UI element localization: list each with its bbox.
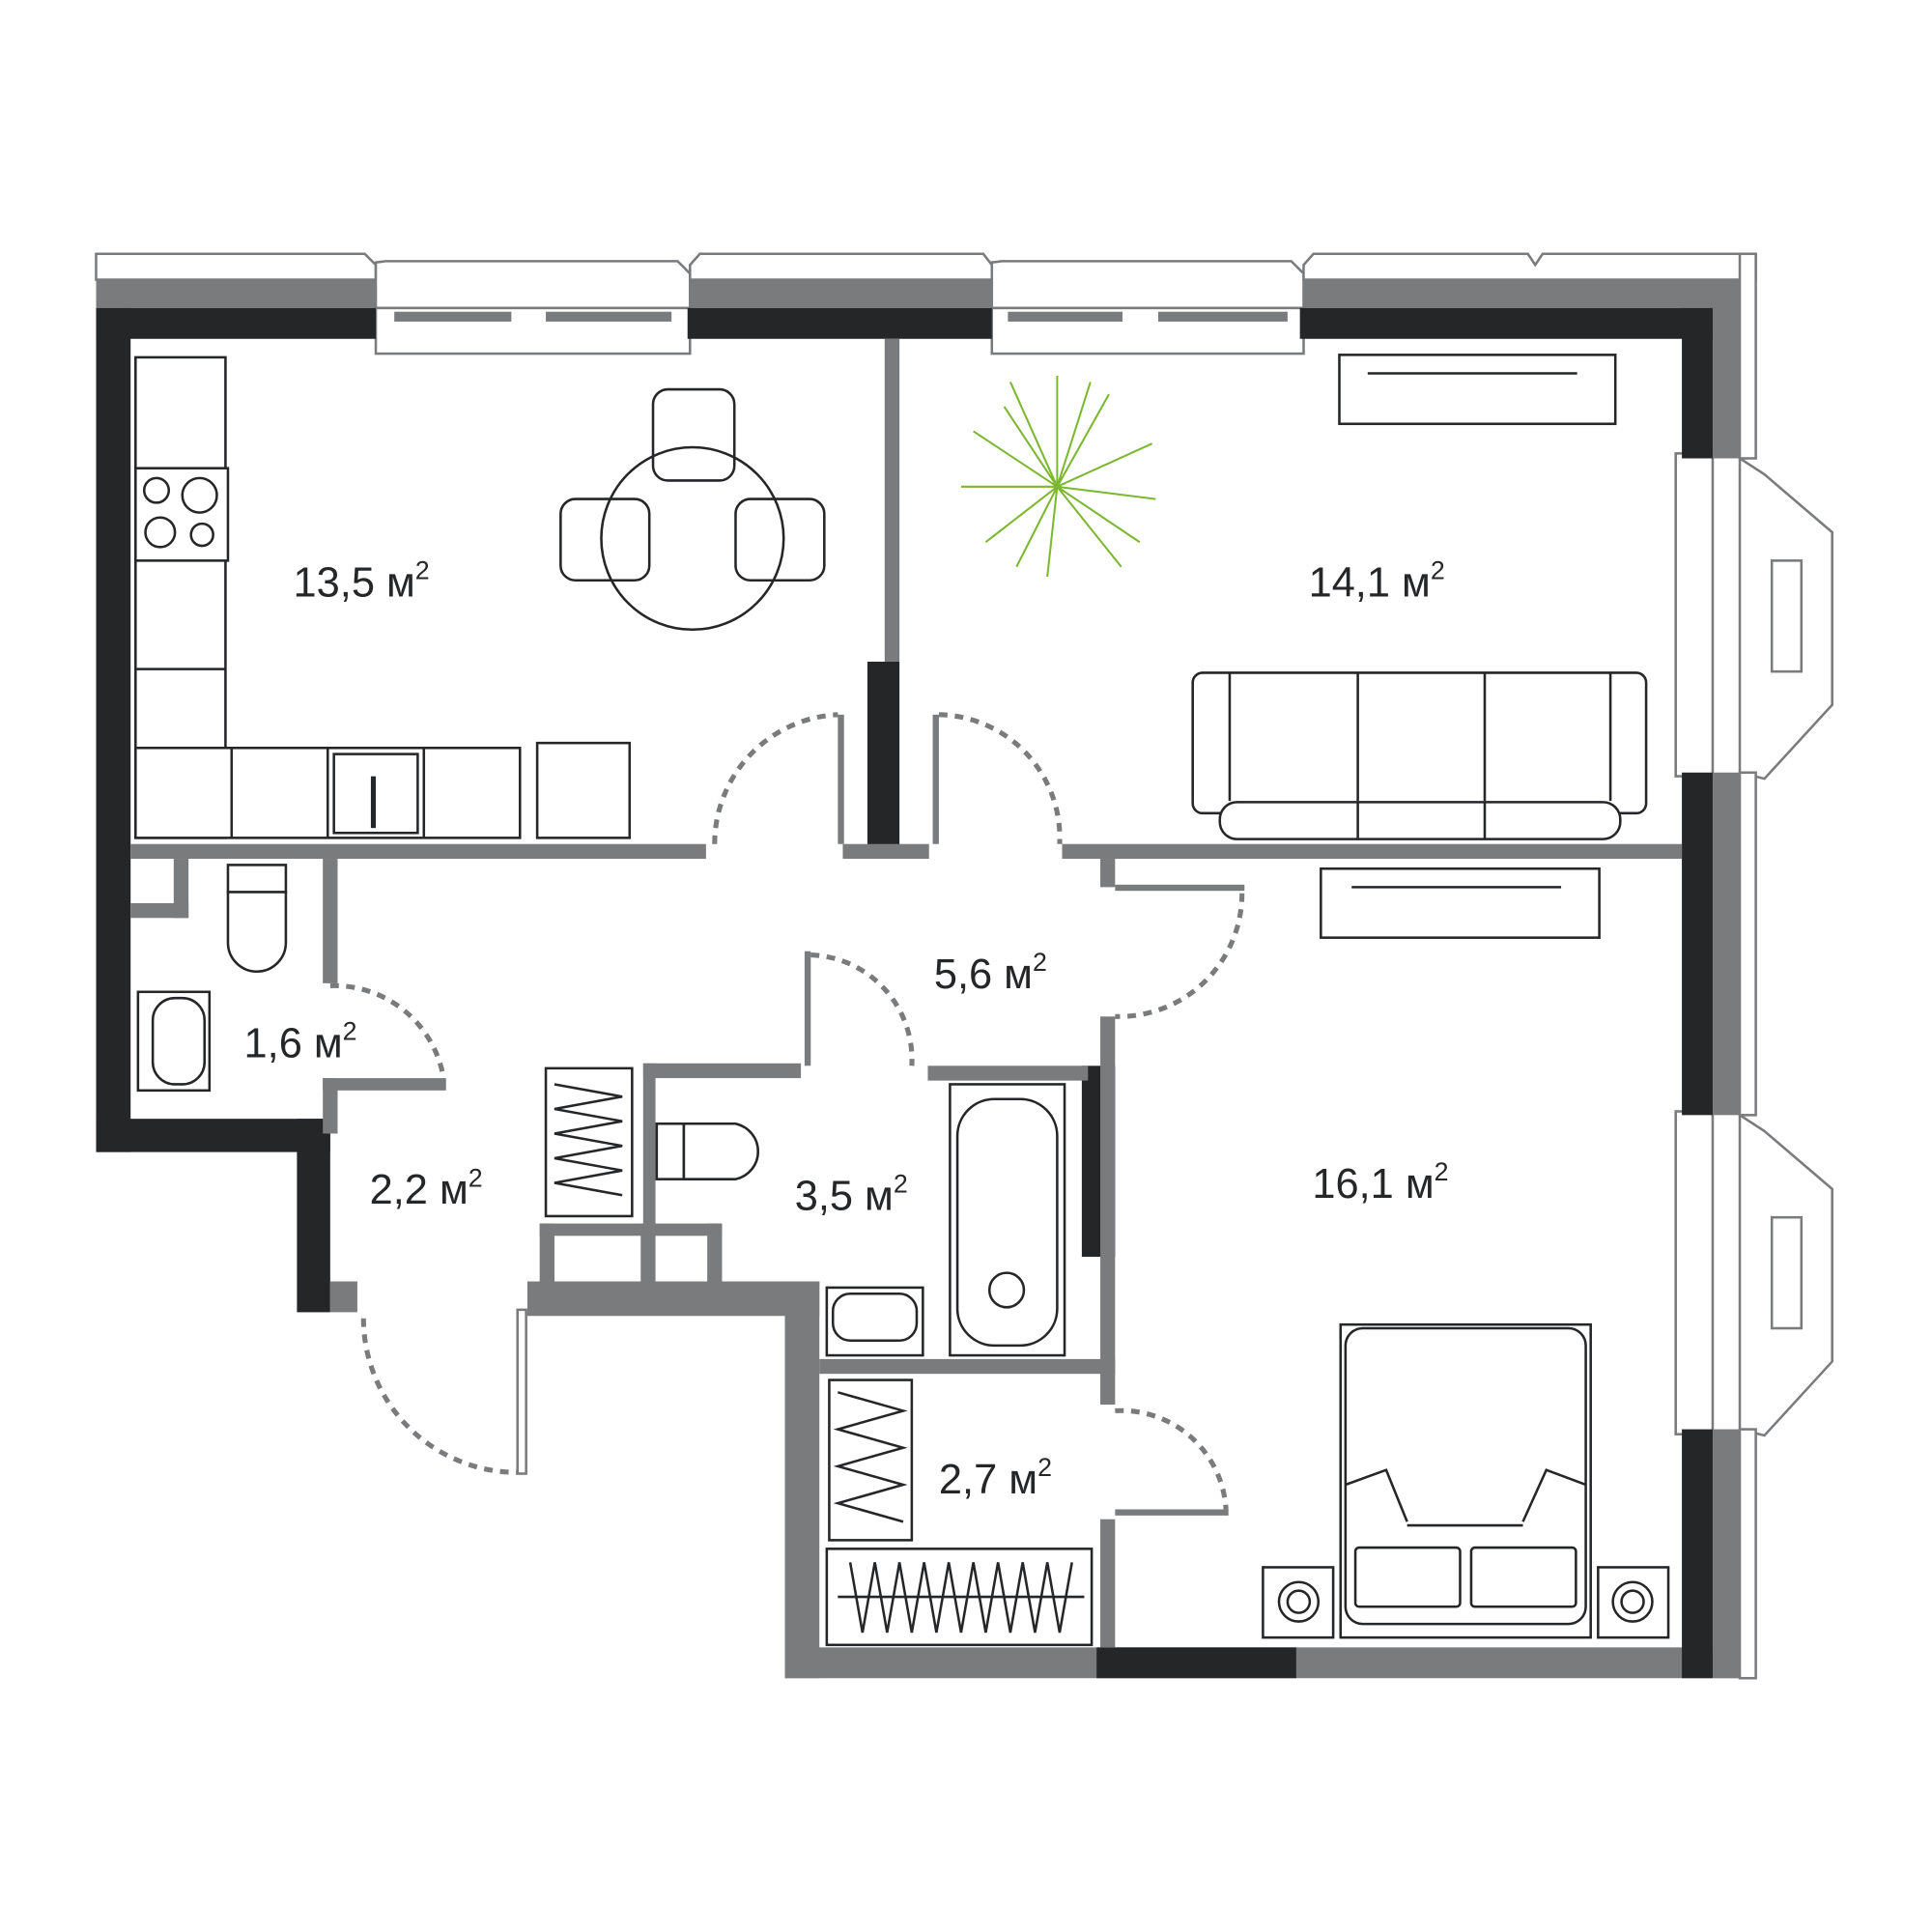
sanitary-fixtures xyxy=(136,864,1066,1357)
room-area-living-room: 14,1 м2 xyxy=(1309,555,1445,606)
nightstand xyxy=(1597,1566,1670,1639)
tv-stand xyxy=(1320,867,1601,939)
room-area-toilet: 1,6 м2 xyxy=(244,1017,357,1067)
washer-icon xyxy=(535,741,632,839)
partition-walls xyxy=(130,338,1683,1679)
room-area-kitchen: 13,5 м2 xyxy=(294,555,430,606)
room-area-entrance: 2,2 м2 xyxy=(370,1163,483,1213)
bedroom-furniture xyxy=(1262,867,1670,1639)
room-area-bedroom: 16,1 м2 xyxy=(1312,1157,1448,1208)
sofa xyxy=(1191,671,1648,815)
tv-stand xyxy=(1338,354,1617,426)
room-area-hallway: 5,6 м2 xyxy=(934,948,1047,998)
windows[interactable] xyxy=(95,252,1833,1680)
cooktop-icon xyxy=(134,467,230,562)
doors[interactable] xyxy=(329,712,1245,1510)
nightstand xyxy=(1262,1566,1335,1639)
towel-dryer xyxy=(544,1066,634,1218)
living-furniture xyxy=(1191,354,1648,840)
dining-table xyxy=(651,387,736,482)
outer-wall-bands xyxy=(96,279,1741,1679)
toilet-icon xyxy=(655,1122,686,1180)
room-area-wardrobe: 2,7 м2 xyxy=(939,1453,1052,1503)
plant-icon xyxy=(960,376,1156,578)
wardrobe-furniture xyxy=(825,1378,1094,1647)
kitchen-furniture xyxy=(134,355,826,839)
room-area-bathroom: 3,5 м2 xyxy=(795,1170,908,1220)
bearing-walls xyxy=(96,307,1713,1679)
toilet-icon xyxy=(226,864,288,894)
